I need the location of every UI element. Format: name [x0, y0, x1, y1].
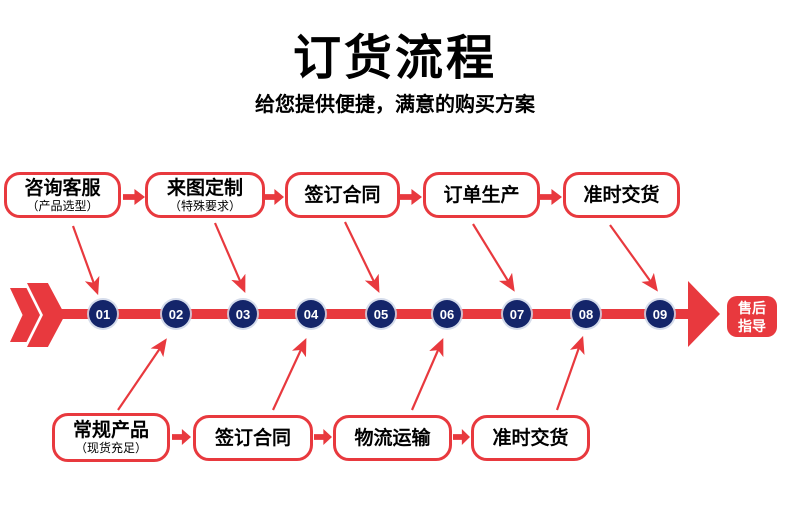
step-label: 签订合同 [304, 184, 381, 206]
step-box-ontime-delivery-bottom: 准时交货 [471, 415, 590, 461]
timeline-node-07: 07 [503, 300, 531, 328]
step-box-order-production: 订单生产 [423, 172, 540, 218]
flow-arrow-icon [264, 189, 284, 205]
after-sales-label: 售后指导 [738, 299, 766, 334]
connector-arrow-down-4 [472, 223, 515, 292]
step-box-ontime-delivery-top: 准时交货 [563, 172, 680, 218]
connector-arrow-up-3 [410, 337, 444, 411]
step-box-sign-contract-bottom: 签订合同 [193, 415, 313, 461]
connector-arrow-up-4 [555, 335, 585, 411]
step-label: 咨询客服 [24, 177, 101, 199]
flow-arrow-icon [540, 189, 562, 205]
page-subtitle: 给您提供便捷，满意的购买方案 [255, 94, 535, 116]
step-label: 来图定制 [166, 177, 243, 199]
connector-arrow-up-1 [117, 338, 167, 411]
step-box-sign-contract-top: 签订合同 [285, 172, 400, 218]
timeline-node-03: 03 [229, 300, 257, 328]
connector-arrow-down-5 [609, 224, 658, 292]
flow-arrow-icon [123, 189, 145, 205]
timeline-end-arrow-icon [688, 281, 720, 347]
page-title: 订货流程 [292, 32, 497, 85]
step-label: 订单生产 [443, 184, 520, 206]
timeline-node-09: 09 [646, 300, 674, 328]
flow-arrow-icon [453, 429, 470, 445]
step-label: 准时交货 [492, 427, 569, 449]
step-sublabel: （现货充足） [74, 441, 147, 455]
step-label: 常规产品 [72, 420, 149, 441]
timeline-node-06: 06 [433, 300, 461, 328]
step-box-logistics: 物流运输 [333, 415, 452, 461]
connector-arrow-down-3 [344, 221, 380, 293]
step-box-consult-service: 咨询客服 （产品选型） [4, 172, 121, 218]
timeline-node-08: 08 [572, 300, 600, 328]
step-box-regular-product: 常规产品 （现货充足） [52, 413, 170, 462]
step-label: 准时交货 [583, 184, 660, 206]
timeline-node-05: 05 [367, 300, 395, 328]
timeline-node-01: 01 [89, 300, 117, 328]
connector-arrow-down-1 [71, 225, 100, 296]
connector-arrow-up-2 [272, 338, 307, 411]
step-label: 签订合同 [214, 427, 291, 449]
timeline-node-04: 04 [297, 300, 325, 328]
after-sales-badge: 售后指导 [727, 296, 777, 337]
timeline-node-02: 02 [162, 300, 190, 328]
step-sublabel: （产品选型） [26, 198, 99, 213]
flow-arrow-icon [172, 429, 191, 445]
flow-arrow-icon [400, 189, 422, 205]
connector-arrow-down-2 [213, 222, 246, 294]
step-label: 物流运输 [354, 427, 431, 449]
flow-arrow-icon [314, 429, 332, 445]
step-sublabel: （特殊要求） [168, 198, 241, 213]
step-box-custom-drawing: 来图定制 （特殊要求） [145, 172, 265, 218]
